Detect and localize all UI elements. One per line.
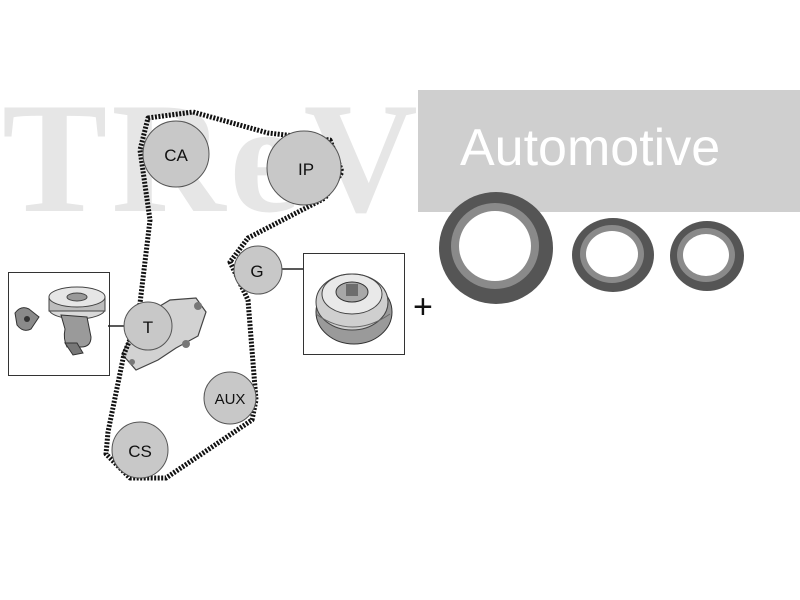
plus-sign: + [413, 288, 433, 326]
idler-inset [303, 253, 405, 355]
pulley-label: G [250, 262, 263, 281]
bracket-bolt-icon [129, 359, 135, 365]
pulley-label: IP [298, 160, 314, 179]
pulley-label: CA [164, 146, 188, 165]
tensioner-part-icon [14, 286, 106, 356]
pulley-cs: CS [111, 421, 169, 479]
pulley-label: T [143, 318, 153, 337]
bracket-bolt-icon [182, 340, 190, 348]
pulley-t: T [123, 301, 173, 351]
watermark-tagline-box: Automotive [418, 90, 800, 212]
watermark-brand-text: TReVi [2, 88, 418, 216]
pulley-g: G [233, 245, 283, 295]
seal-medium-icon [572, 218, 654, 292]
bracket-bolt-icon [194, 302, 202, 310]
idler-pulley-icon [315, 273, 393, 345]
pulley-aux: AUX [203, 371, 257, 425]
pulley-label: AUX [215, 391, 246, 408]
seal-small-icon [670, 221, 744, 291]
pulley-label: CS [128, 442, 152, 461]
seal-large-icon [439, 192, 553, 304]
watermark-brand: TReVi [0, 88, 418, 216]
watermark-tagline: Automotive [460, 119, 721, 177]
tensioner-inset [8, 272, 110, 376]
pulley-ca: CA [142, 120, 210, 188]
pulley-ip: IP [266, 130, 342, 206]
